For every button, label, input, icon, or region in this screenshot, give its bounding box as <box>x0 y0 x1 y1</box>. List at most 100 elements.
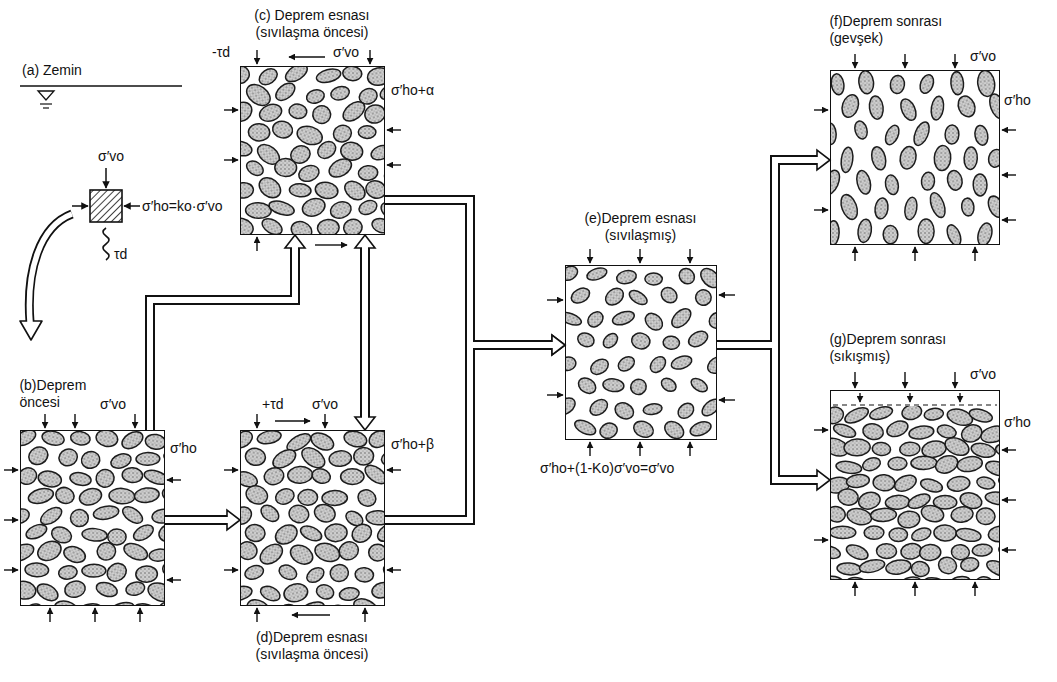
soil-grain <box>573 417 598 437</box>
soil-grain <box>283 66 311 85</box>
stress-label: σ′vo <box>970 366 996 382</box>
soil-grain <box>241 182 254 199</box>
settlement-line <box>833 404 997 405</box>
soil-grain <box>357 198 379 217</box>
stress-arrow <box>49 608 50 622</box>
soil-grain <box>342 66 362 81</box>
stress-arrow <box>959 393 960 402</box>
soil-grain <box>642 403 662 416</box>
soil-grain <box>831 573 849 579</box>
stress-arrow <box>224 109 238 110</box>
stress-arrow <box>954 54 955 68</box>
soil-grain <box>911 120 932 148</box>
soil-grain <box>243 596 273 605</box>
soil-grain <box>870 508 896 522</box>
soil-grain <box>24 522 49 542</box>
stress-arrow <box>547 299 563 300</box>
flow-arrow-fill <box>165 517 229 523</box>
soil-grain <box>369 143 384 163</box>
stress-arrow <box>44 414 45 428</box>
soil-grain <box>136 566 158 583</box>
soil-grain <box>973 174 987 196</box>
soil-grains <box>7 61 1028 625</box>
soil-grain <box>883 225 898 244</box>
soil-grain <box>868 95 884 120</box>
soil-grain <box>161 485 164 503</box>
stress-arrow <box>387 569 401 570</box>
stress-label: σ′ho <box>170 440 197 456</box>
soil-grain <box>837 562 862 576</box>
soil-grain <box>876 543 896 558</box>
soil-grain <box>370 216 384 234</box>
soil-grain <box>627 288 649 308</box>
flow-arrow-outline <box>150 248 295 430</box>
soil-grain <box>897 510 921 529</box>
flow-arrow-head <box>817 150 830 170</box>
soil-grain <box>297 163 322 184</box>
soil-grain <box>62 544 88 565</box>
soil-grain <box>273 486 296 507</box>
soil-grain <box>119 430 146 452</box>
soil-grain <box>326 155 355 180</box>
soil-grain <box>57 446 80 468</box>
soil-grain <box>883 123 902 146</box>
soil-grain <box>300 195 328 219</box>
soil-grain <box>382 162 384 185</box>
stress-label: σ′vo <box>333 44 359 60</box>
soil-grain <box>298 523 324 544</box>
soil-grain <box>70 510 88 527</box>
soil-grain <box>889 528 908 542</box>
soil-grain <box>645 273 663 285</box>
flow-arrow-head <box>227 510 240 530</box>
soil-grain <box>380 449 384 468</box>
flow-arrow-fill <box>717 160 819 345</box>
soil-grain <box>831 73 845 96</box>
soil-grain <box>831 505 847 524</box>
stress-arrow <box>974 582 975 596</box>
stress-arrow <box>589 249 590 263</box>
stress-arrow <box>1002 449 1016 450</box>
soil-grain <box>258 583 282 603</box>
flow-arrow-head <box>355 417 375 430</box>
stress-arrow <box>4 469 18 470</box>
soil-grain <box>354 447 374 465</box>
soil-grain <box>144 433 164 451</box>
soil-grain <box>310 467 332 486</box>
soil-grain <box>839 93 861 120</box>
stress-arrow <box>134 414 135 428</box>
soil-grain <box>898 575 923 579</box>
soil-grain <box>132 601 161 605</box>
soil-grain <box>934 145 952 171</box>
soil-grain <box>588 356 611 377</box>
stress-arrow <box>256 50 257 64</box>
soil-grain <box>628 377 649 398</box>
soil-grain <box>910 560 931 578</box>
soil-grain <box>384 121 385 139</box>
soil-grain <box>658 284 680 305</box>
soil-grain <box>973 574 996 579</box>
transition-arrow-fill <box>29 214 72 324</box>
flow-arrow <box>355 235 375 430</box>
soil-grain <box>889 75 905 95</box>
stress-label: +τd <box>262 396 284 412</box>
soil-grain <box>241 540 259 562</box>
soil-grain <box>21 430 38 449</box>
stress-arrow <box>954 372 955 388</box>
soil-grain <box>70 430 91 446</box>
soil-grain <box>22 600 47 605</box>
soil-grain <box>289 183 312 198</box>
soil-grain <box>857 218 873 243</box>
soil-grain <box>686 328 710 350</box>
soil-grain <box>930 95 946 120</box>
soil-grain <box>136 452 160 466</box>
box-heading: (d)Deprem esnası (sıvılaşma öncesi) <box>227 629 397 663</box>
soil-grain <box>659 376 679 394</box>
soil-grain <box>243 483 270 507</box>
soil-grain <box>243 563 265 582</box>
soil-grain <box>25 562 49 577</box>
soil-grain <box>846 576 868 579</box>
soil-grain <box>366 510 384 525</box>
stress-arrow <box>639 249 640 263</box>
stress-arrow <box>639 442 640 456</box>
soil-grain <box>831 221 839 244</box>
